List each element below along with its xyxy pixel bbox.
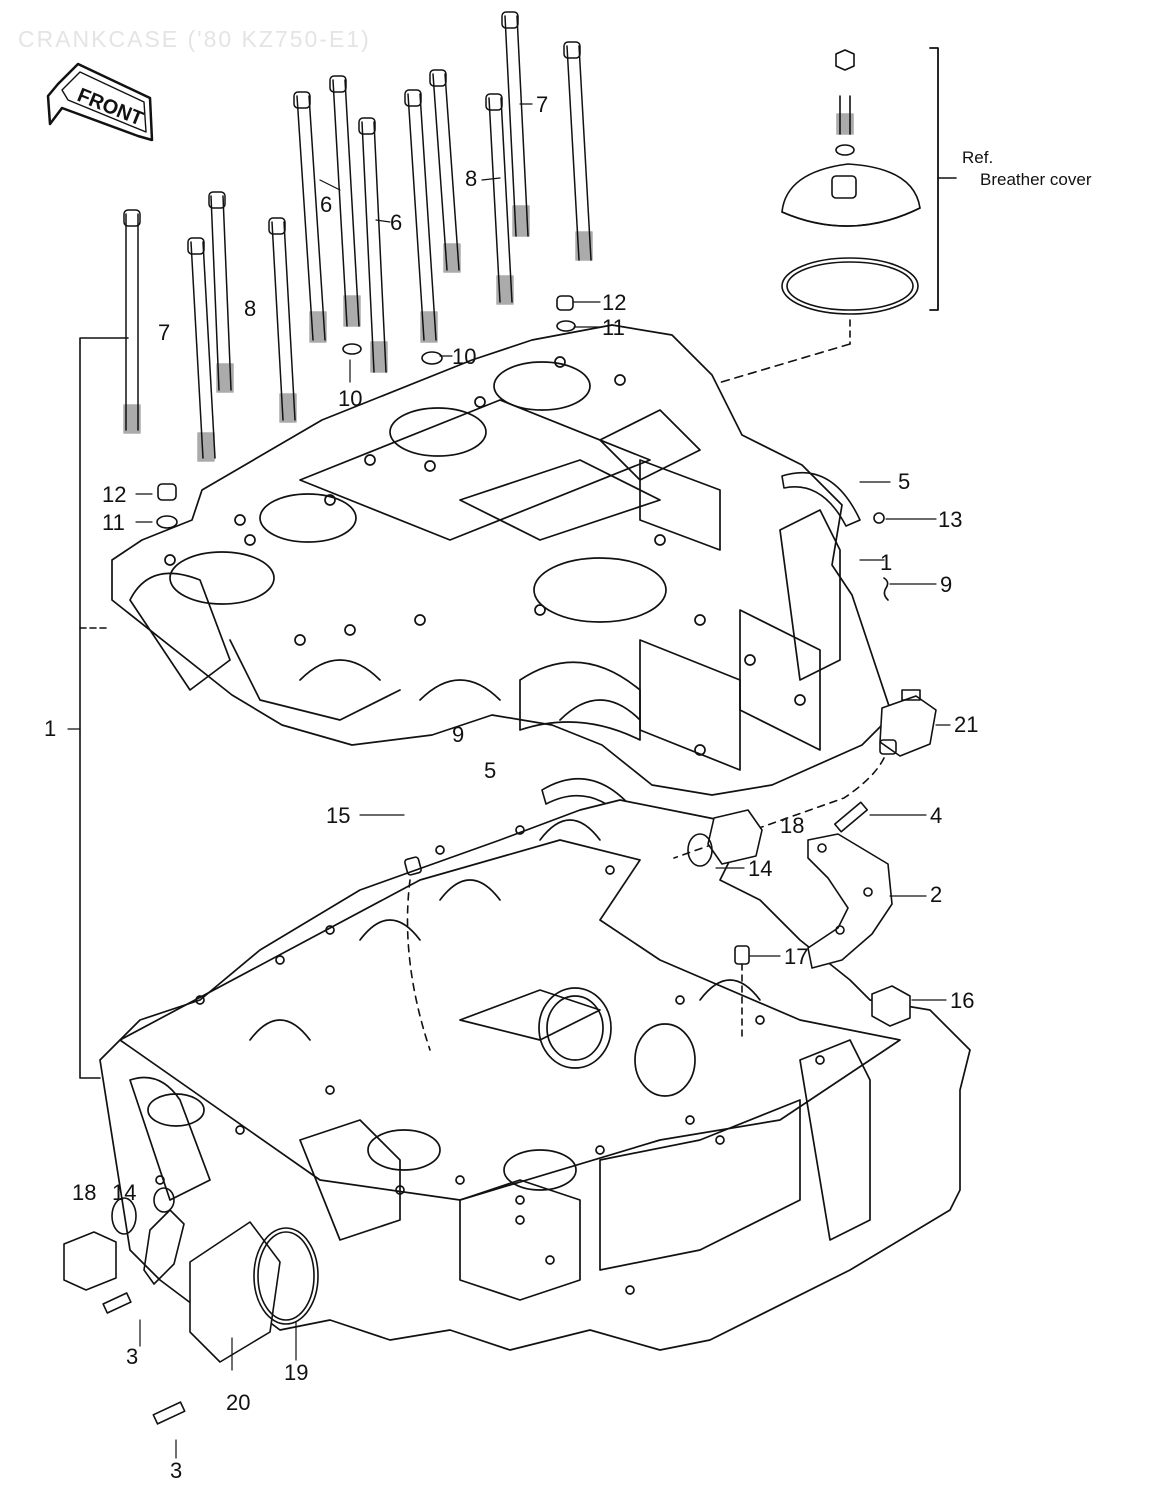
callout-17: 17 [784,944,809,969]
dowel-17 [735,946,749,1040]
fitting-15 [404,856,430,1050]
callout-14-mid: 14 [748,856,773,881]
callout-1-main: 1 [44,716,57,741]
callout-4: 4 [930,803,943,828]
ref-note-line1: Ref. [962,148,994,167]
callout-18-bottom: 18 [72,1180,97,1205]
leader-lines [68,104,950,1458]
callout-6-left: 6 [320,192,333,217]
callout-7-top: 7 [536,92,549,117]
bracket-plate [808,834,892,968]
callout-10-left: 10 [338,386,363,411]
callout-12-left: 12 [102,482,127,507]
callout-8-top: 8 [465,166,478,191]
callout-19: 19 [284,1360,309,1385]
callout-16: 16 [950,988,975,1013]
callout-3-lower: 3 [170,1458,183,1483]
front-arrow-icon: FRONT [48,64,152,140]
callout-2: 2 [930,882,943,907]
plug-16 [872,986,910,1026]
callout-1-bracket [80,338,128,1078]
callout-13: 13 [938,507,963,532]
washers-and-dowels [157,296,888,600]
small-bolt-4 [835,802,867,832]
diagram-title: CRANKCASE ('80 KZ750-E1) [18,26,371,52]
drain-plug-fitting [688,810,762,866]
breather-cover-assembly [610,48,956,415]
oil-pressure-switch [674,690,936,858]
upper-crankcase [112,325,892,795]
lower-crankcase [100,800,970,1350]
callout-8-left: 8 [244,296,257,321]
callout-21: 21 [954,712,979,737]
callout-14-bottom: 14 [112,1180,137,1205]
callout-10-right: 10 [452,344,477,369]
bottom-left-parts [64,1188,318,1424]
callout-11-left: 11 [102,510,125,535]
callout-3-upper: 3 [126,1344,139,1369]
callout-1-small: 1 [880,550,893,575]
callout-5-lower: 5 [484,758,497,783]
callout-11-right: 11 [602,315,625,340]
callout-18-mid: 18 [780,813,805,838]
callout-20: 20 [226,1390,251,1415]
callout-6-right: 6 [390,210,403,235]
callout-7-left: 7 [158,320,171,345]
callout-9-right: 9 [940,572,953,597]
callout-12-right: 12 [602,290,627,315]
callout-9-lower: 9 [452,722,465,747]
callout-5-upper: 5 [898,469,911,494]
ref-note-line2: Breather cover [980,170,1092,189]
stud-bolts [124,12,592,461]
callout-15: 15 [326,803,351,828]
